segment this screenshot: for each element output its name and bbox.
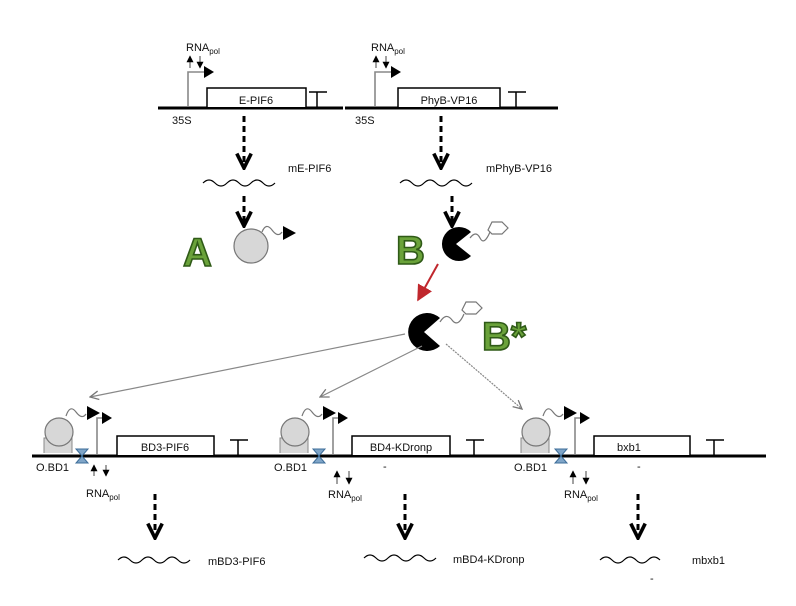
construct-bd4-kdronp: BD4-KDronp - O.BD1 RNApol mBD4-KDronp <box>274 406 525 566</box>
protein-tether <box>65 408 87 418</box>
gene-box <box>116 435 215 455</box>
mrna-label: mE-PIF6 <box>288 163 331 175</box>
mrna-wave <box>399 179 473 187</box>
gene-box <box>206 87 307 107</box>
state-b-star: B* <box>408 301 528 360</box>
bound-protein <box>521 417 551 447</box>
operator-label: O.BD1 <box>274 462 307 474</box>
promoter-arrow-head <box>102 412 112 424</box>
regulation-arrow-1 <box>90 333 406 397</box>
bound-protein <box>44 417 74 447</box>
terminator <box>309 91 327 107</box>
terminator <box>508 91 526 107</box>
construct-bxb1: bxb1 - O.BD1 RNApol mbxb1 - <box>514 406 725 585</box>
promoter-arrow-head <box>338 412 348 424</box>
terminator <box>466 439 484 455</box>
rnapol-label: RNApol <box>86 488 120 502</box>
state-b: B <box>395 221 509 274</box>
active-protein <box>408 313 440 352</box>
light-activation-arrow <box>417 263 439 302</box>
regulation-arrow-3 <box>445 343 522 409</box>
operator-label: O.BD1 <box>514 462 547 474</box>
binding-site-icon <box>74 448 90 464</box>
protein-arrow-head <box>283 226 296 240</box>
regulation-arrow-2 <box>320 345 423 397</box>
terminator <box>230 439 248 455</box>
mrna-label: mBD4-KDronp <box>453 554 525 566</box>
gene-label: BD3-PIF6 <box>141 442 189 454</box>
gene-label: E-PIF6 <box>239 95 273 107</box>
binding-site-icon <box>311 448 327 464</box>
mrna-label: mbxb1 <box>692 555 725 567</box>
gene-label: PhyB-VP16 <box>421 95 478 107</box>
phyb-domain-icon <box>487 221 509 235</box>
protein-tether <box>301 408 323 418</box>
construct-bd3-pif6: BD3-PIF6 O.BD1 RNApol mBD3-PIF6 <box>36 406 265 568</box>
rnapol-label: RNApol <box>186 42 220 56</box>
promoter-arrow <box>374 71 395 106</box>
promoter-arrow <box>187 71 208 106</box>
mrna-wave <box>363 554 437 562</box>
terminator <box>706 439 724 455</box>
promoter-arrow-head <box>391 66 401 78</box>
state-a: A <box>182 225 296 276</box>
bound-protein <box>280 417 310 447</box>
active-protein <box>441 227 471 261</box>
protein-tether <box>261 225 283 236</box>
gene-box <box>593 435 691 455</box>
protein-tether <box>439 313 465 324</box>
gene-label: BD4-KDronp <box>370 442 432 454</box>
rnapol-label: RNApol <box>371 42 405 56</box>
operator-label: O.BD1 <box>36 462 69 474</box>
state-a-letter: A <box>183 231 212 275</box>
gene-box <box>351 435 451 455</box>
phyb-domain-icon <box>461 301 483 315</box>
mrna-label: mPhyB-VP16 <box>486 163 552 175</box>
rnapol-label: RNApol <box>564 489 598 503</box>
gene-mark: - <box>637 461 641 473</box>
promoter-arrow <box>574 417 582 454</box>
promoter-arrow <box>96 417 104 454</box>
promoter-label: 35S <box>355 115 375 127</box>
promoter-arrow <box>332 417 340 454</box>
mrna-mark: - <box>650 573 654 585</box>
protein-arrow-head <box>564 406 577 420</box>
rnapol-label: RNApol <box>328 489 362 503</box>
promoter-label: 35S <box>172 115 192 127</box>
protein-arrow-head <box>87 406 100 420</box>
mrna-wave <box>117 556 191 564</box>
protein-tether <box>542 408 564 418</box>
binding-site-icon <box>553 448 569 464</box>
promoter-arrow-head <box>204 66 214 78</box>
protein-tether <box>469 231 491 242</box>
construct-phyb-vp16: RNApol PhyB-VP16 35S mPhyB-VP16 <box>345 42 558 226</box>
inactive-protein <box>233 228 269 264</box>
mrna-wave <box>599 556 661 564</box>
construct-e-pif6: RNApol E-PIF6 35S mE-PIF6 <box>158 42 343 226</box>
mrna-label: mBD3-PIF6 <box>208 556 265 568</box>
protein-arrow-head <box>323 406 336 420</box>
state-b-letter: B <box>396 229 425 273</box>
gene-label: bxb1 <box>617 442 641 454</box>
state-b-star-letter: B* <box>482 315 527 359</box>
gene-mark: - <box>383 461 387 473</box>
promoter-arrow-head <box>580 412 590 424</box>
mrna-wave <box>202 179 276 187</box>
gene-box <box>397 87 501 107</box>
